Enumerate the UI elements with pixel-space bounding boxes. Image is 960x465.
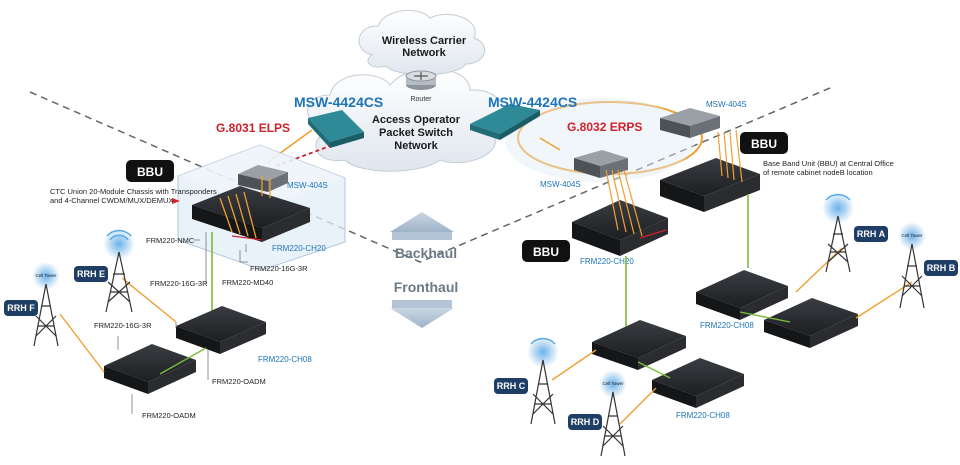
access-cloud-line3: Network <box>394 140 438 152</box>
router-icon <box>405 70 437 90</box>
rrh-b-label: RRH B <box>927 263 956 273</box>
backhaul-fronthaul-divider <box>29 87 831 263</box>
ctc-annotation-line2: and 4-Channel CWDM/MUX/DEMUX <box>50 196 173 205</box>
wireless-cloud <box>358 9 486 76</box>
bbu-right-top-label: BBU <box>751 137 777 151</box>
access-cloud-line2: Packet Switch <box>379 127 453 139</box>
rrh-c-label: RRH C <box>497 381 526 391</box>
bbu-badge-right-mid <box>522 240 570 262</box>
erps-label: G.8032 ERPS <box>567 120 642 134</box>
fronthaul-label: Fronthaul <box>394 279 459 295</box>
tower-rrh-f: Cell Tower <box>32 262 60 347</box>
fiber-left-ch08-to-oadm <box>159 347 207 375</box>
ctc-annotation-line1: CTC Union 20-Module Chassis with Transpo… <box>50 187 217 196</box>
erps-link <box>539 137 561 151</box>
access-cloud-line1: Access Operator <box>372 114 461 126</box>
bbu-badge-left <box>126 160 174 182</box>
left-edge-switch-label: MSW-404S <box>287 181 328 190</box>
md40-label: FRM220-MD40 <box>222 278 273 287</box>
rrh-f-label: RRH F <box>7 303 35 313</box>
rrh-badge-c <box>494 378 528 394</box>
chassis-ch08-right-lower-right <box>652 358 744 408</box>
ch08-right-a-label: FRM220-CH08 <box>700 321 754 330</box>
tower-f-text: Cell Tower <box>36 273 57 278</box>
bbu-left-label: BBU <box>137 165 163 179</box>
callout-lines <box>117 232 248 414</box>
right-mid-switch-label: MSW-404S <box>540 180 581 189</box>
rrh-e-label: RRH E <box>77 269 105 279</box>
core-switch-right <box>470 104 540 140</box>
g16-3r-c-label: FRM220-16G-3R <box>94 321 152 330</box>
fiber-ch08-link-right <box>739 311 791 323</box>
right-top-switch-label: MSW-404S <box>706 100 747 109</box>
erps-ring-glow <box>505 98 695 182</box>
chassis-ch08-right-upper <box>696 270 788 320</box>
bbu-desc-line2: of remote cabinet nodeB location <box>763 168 873 177</box>
ch20-left-label: FRM220-CH20 <box>272 244 326 253</box>
chassis-ch20-right <box>572 169 668 256</box>
ch08-left-label: FRM220-CH08 <box>258 355 312 364</box>
backhaul-label: Backhaul <box>395 245 457 261</box>
tower-rrh-c <box>527 336 559 425</box>
rrh-badge-e <box>74 266 108 282</box>
switch-left-edge <box>238 165 288 192</box>
chassis-ch20-left <box>192 176 310 242</box>
tower-rrh-b: Cell Tower <box>898 222 926 309</box>
chassis-ch08-right-lower-left <box>592 320 686 370</box>
bbu-chassis-right-top <box>660 129 760 212</box>
tower-b-text: Cell Tower <box>902 233 923 238</box>
router-label: Router <box>410 96 432 103</box>
g16-3r-a-label: FRM220-16G-3R <box>250 264 308 273</box>
chassis-oadm-left <box>104 344 196 394</box>
oadm-a-label: FRM220-OADM <box>212 377 266 386</box>
left-core-switch-label: MSW-4424CS <box>294 94 383 110</box>
wireless-cloud-line1: Wireless Carrier <box>382 35 467 47</box>
g16-3r-b-label: FRM220-16G-3R <box>150 279 208 288</box>
tower-rrh-a <box>822 192 854 273</box>
tower-rrh-e <box>103 228 135 313</box>
chassis-ch08-right-b <box>764 298 858 348</box>
oadm-b-label: FRM220-OADM <box>142 411 196 420</box>
fiber-ch08-link-lower <box>637 361 671 379</box>
rrh-a-label: RRH A <box>857 229 886 239</box>
chassis-ch08-left <box>176 306 266 354</box>
rrh-badge-b <box>924 260 958 276</box>
right-core-switch-label: MSW-4424CS <box>488 94 577 110</box>
haul-arrows <box>390 212 454 328</box>
bbu-badge-right-top <box>740 132 788 154</box>
ch08-right-d-label: FRM220-CH08 <box>676 411 730 420</box>
rrh-d-label: RRH D <box>571 417 600 427</box>
tower-d-text: Cell Tower <box>603 381 624 386</box>
rrh-badge-a <box>854 226 888 242</box>
nmc-label: FRM220-NMC <box>146 236 195 245</box>
fronthaul-links <box>59 247 913 425</box>
rrh-badge-f <box>4 300 38 316</box>
ch20-right-label: FRM220-CH20 <box>580 257 634 266</box>
tower-rrh-d: Cell Tower <box>599 370 627 457</box>
bbu-desc-line1: Base Band Unit (BBU) at Central Office <box>763 159 894 168</box>
rrh-badge-d <box>568 414 602 430</box>
bbu-right-mid-label: BBU <box>533 245 559 259</box>
ctc-pointer-icon <box>172 198 180 204</box>
switch-right-top <box>660 108 720 138</box>
wireless-cloud-line2: Network <box>402 47 446 59</box>
elps-label: G.8031 ELPS <box>216 121 290 135</box>
core-switch-left <box>308 110 364 148</box>
